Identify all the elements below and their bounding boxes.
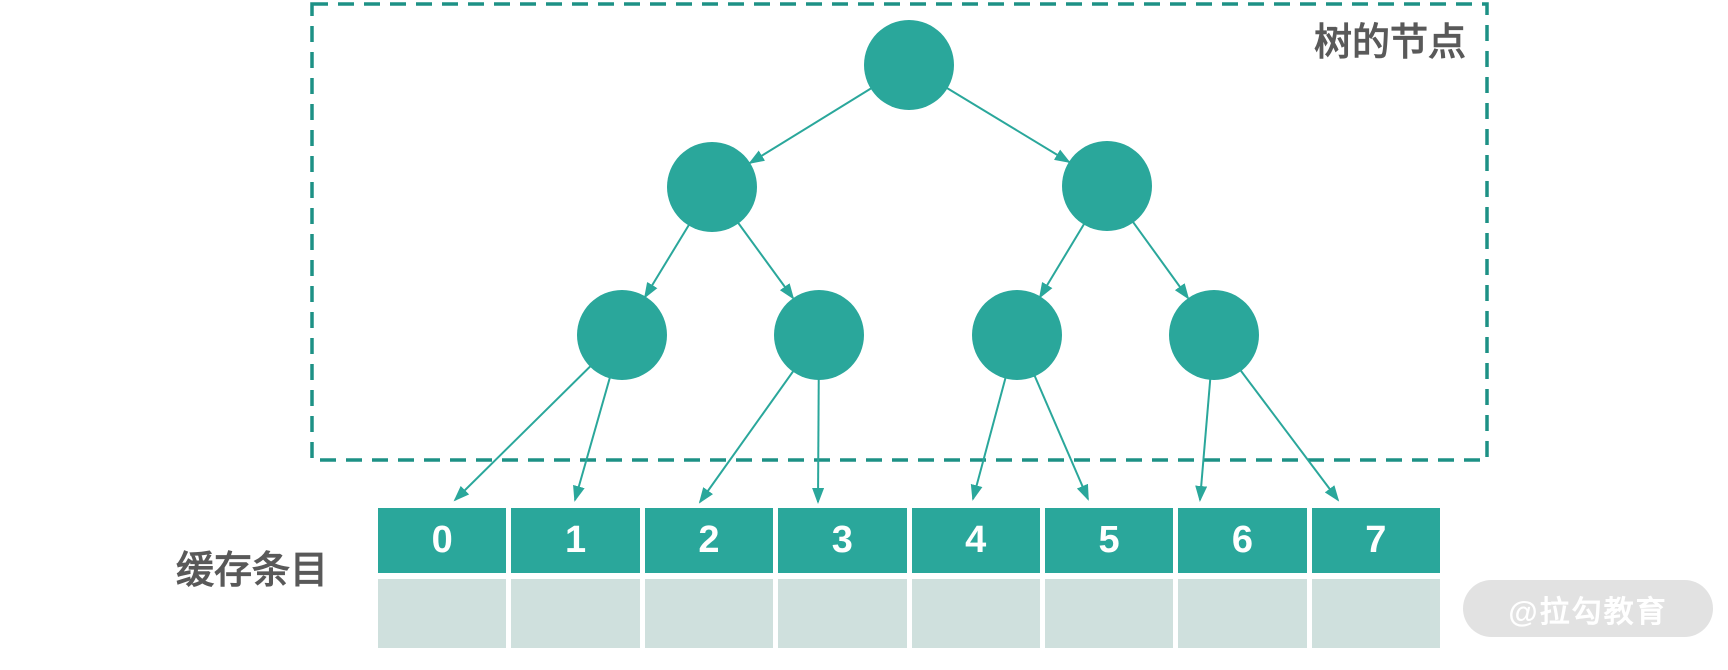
cache-cell-1: 1 [511, 508, 640, 573]
cache-cell-6: 6 [1178, 508, 1307, 573]
cache-empty-cell-2 [644, 579, 774, 648]
tree-node-leaf3 [972, 290, 1062, 380]
tree-node-leaf2 [774, 290, 864, 380]
cache-empty-cell-3 [778, 579, 907, 648]
tree-node-l2-right [1062, 141, 1152, 231]
tree-region-dashed-border [310, 2, 1489, 462]
cache-empty-cell-4 [911, 579, 1040, 648]
cache-cell-2: 2 [644, 508, 774, 573]
cache-empty-cell-0 [378, 579, 507, 648]
cache-cell-4: 4 [911, 508, 1040, 573]
cache-empty-cell-5 [1044, 579, 1174, 648]
tree-nodes [577, 20, 1259, 380]
cache-cell-3: 3 [778, 508, 907, 573]
tree-node-l2-left [667, 142, 757, 232]
tree-node-leaf1 [577, 290, 667, 380]
cache-entries-label: 缓存条目 [176, 550, 329, 592]
tree-edges [453, 64, 1340, 504]
cache-table: 0 1 2 3 4 5 6 7 [378, 508, 1440, 648]
cache-cell-5: 5 [1044, 508, 1174, 573]
cache-empty-cell-6 [1178, 579, 1307, 648]
cache-index-row: 0 1 2 3 4 5 6 7 [378, 508, 1440, 573]
watermark-badge: @拉勾教育 [1463, 580, 1713, 637]
cache-cell-0: 0 [378, 508, 507, 573]
cache-empty-cell-1 [511, 579, 640, 648]
cache-empty-cell-7 [1311, 579, 1440, 648]
tree-node-root [864, 20, 954, 110]
tree-node-leaf4 [1169, 290, 1259, 380]
cache-empty-row [378, 579, 1440, 648]
cache-cell-7: 7 [1311, 508, 1440, 573]
tree-nodes-label: 树的节点 [1314, 22, 1467, 64]
